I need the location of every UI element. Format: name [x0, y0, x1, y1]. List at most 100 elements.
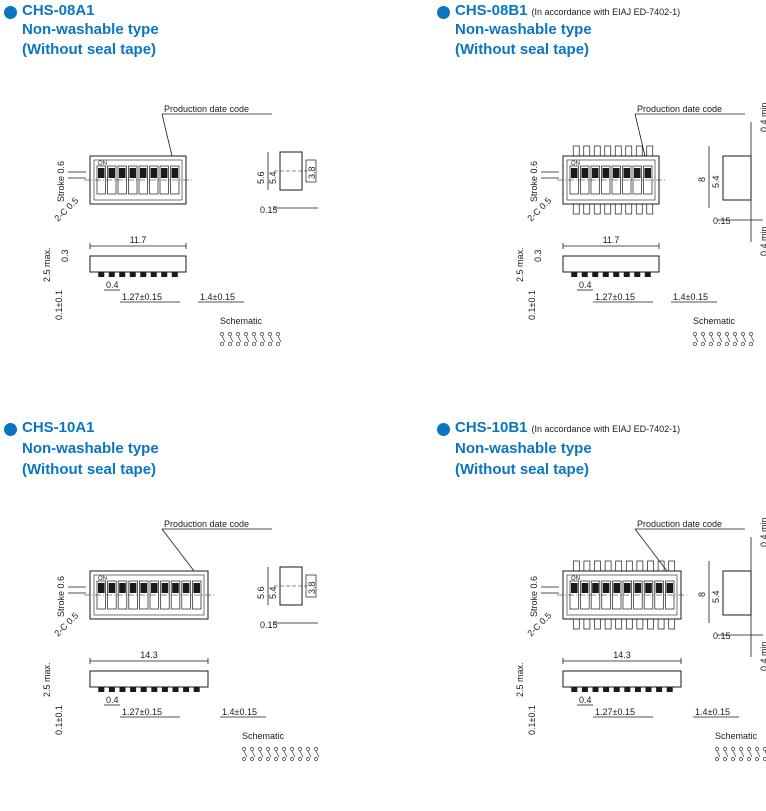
schematic-contact [228, 332, 232, 336]
panel-chs-08b1: CHS-08B1(In accordance with EIAJ ED-7402… [383, 0, 766, 405]
schematic-switch [229, 335, 234, 343]
lead-bottom [572, 203, 580, 215]
schematic-switch [261, 335, 266, 343]
switch-actuator [613, 583, 620, 593]
pin [140, 272, 147, 277]
lead-top [604, 145, 612, 157]
switch-slot [643, 165, 653, 195]
leader-line [634, 528, 668, 572]
stroke-label: Stroke 0.6 [56, 161, 66, 202]
switch-actuator [581, 168, 588, 178]
production-date-code-label: Production date code [637, 104, 722, 114]
schematic-contact [693, 342, 697, 346]
schematic-switch [742, 335, 747, 343]
switch-actuator [623, 168, 630, 178]
schematic-contact [236, 342, 240, 346]
schematic-switch [237, 335, 242, 343]
pin [666, 687, 673, 692]
switch-slot [181, 580, 191, 610]
switch-actuator [634, 168, 641, 178]
production-date-code-label: Production date code [164, 104, 249, 114]
height-a-label: 5.6 [256, 171, 266, 184]
schematic-contact [725, 342, 729, 346]
panel-chs-10a1: CHS-10A1 Non-washable type (Without seal… [0, 405, 383, 810]
schematic-contact [298, 747, 302, 751]
switch-actuator [634, 583, 642, 593]
pin [592, 272, 599, 277]
lead-bottom [572, 618, 580, 630]
min-top-label: 0.4 min. [759, 100, 766, 132]
inner-label: 3.8 [307, 581, 317, 594]
pin [172, 687, 179, 692]
schematic-switch [718, 335, 723, 343]
lead-top [647, 560, 654, 572]
schematic-contact [258, 757, 262, 761]
schematic-contact [749, 342, 753, 346]
leader-line [161, 113, 173, 157]
lead-top [614, 145, 622, 157]
schematic-contact [260, 332, 264, 336]
max-height-label: 2.5 max. [42, 662, 52, 697]
schematic-switch [267, 750, 272, 758]
switch-actuator [140, 583, 147, 593]
schematic-contact [298, 757, 302, 761]
schematic-contact [763, 757, 766, 761]
overhang-label: 1.4±0.15 [200, 292, 235, 302]
schematic-contact [739, 757, 743, 761]
switch-actuator [151, 583, 158, 593]
switch-body-inner [93, 574, 205, 616]
switch-actuator [592, 168, 599, 178]
lead-thickness-label: 0.15 [713, 631, 731, 641]
length-label: 14.3 [140, 650, 158, 660]
schematic-contact [268, 342, 272, 346]
schematic-switch [734, 335, 739, 343]
pitch-label: 1.27±0.15 [595, 292, 635, 302]
schematic-contact [250, 757, 254, 761]
switch-body-inner [566, 159, 656, 201]
stroke-label: Stroke 0.6 [529, 161, 539, 202]
production-date-code-label: Production date code [164, 519, 249, 529]
top-gap-label: 0.3 [533, 249, 543, 262]
height-b-label: 5.4 [711, 175, 721, 188]
lead-bottom [614, 203, 622, 215]
panel-type: Non-washable type [455, 440, 592, 457]
bullet-icon [4, 6, 17, 19]
pin [183, 687, 190, 692]
panel-chs-08a1: CHS-08A1 Non-washable type (Without seal… [0, 0, 383, 405]
schematic-switch [726, 335, 731, 343]
schematic-contact [693, 332, 697, 336]
switch-actuator [98, 168, 105, 178]
lead-thickness-label: 0.15 [713, 216, 731, 226]
panel-seal: (Without seal tape) [22, 461, 157, 478]
stroke-label: Stroke 0.6 [56, 576, 66, 617]
switch-actuator [613, 168, 620, 178]
lead-top [594, 560, 601, 572]
switch-body-inner [93, 159, 183, 201]
schematic-contact [717, 332, 721, 336]
schematic-contact [276, 342, 280, 346]
schematic-contact [741, 342, 745, 346]
switch-actuator [140, 168, 147, 178]
lead-bottom [615, 618, 623, 630]
schematic-contact [276, 332, 280, 336]
schematic-contact [274, 747, 278, 751]
switch-actuator [624, 583, 631, 593]
pin [119, 687, 126, 692]
bullet-icon [4, 423, 17, 436]
pin [571, 272, 578, 277]
pin [634, 687, 641, 692]
schematic-contact [709, 342, 713, 346]
switch-actuator [592, 583, 599, 593]
schematic-contact [314, 757, 318, 761]
schematic-contact [266, 757, 270, 761]
pin [603, 687, 610, 692]
offset-label: 0.1±0.1 [527, 290, 537, 320]
pin [645, 687, 652, 692]
pin [623, 272, 630, 277]
pin [613, 687, 620, 692]
lead-top [625, 145, 633, 157]
switch-actuator [108, 168, 115, 178]
panel-seal: (Without seal tape) [22, 41, 157, 58]
schematic-contact [242, 757, 246, 761]
